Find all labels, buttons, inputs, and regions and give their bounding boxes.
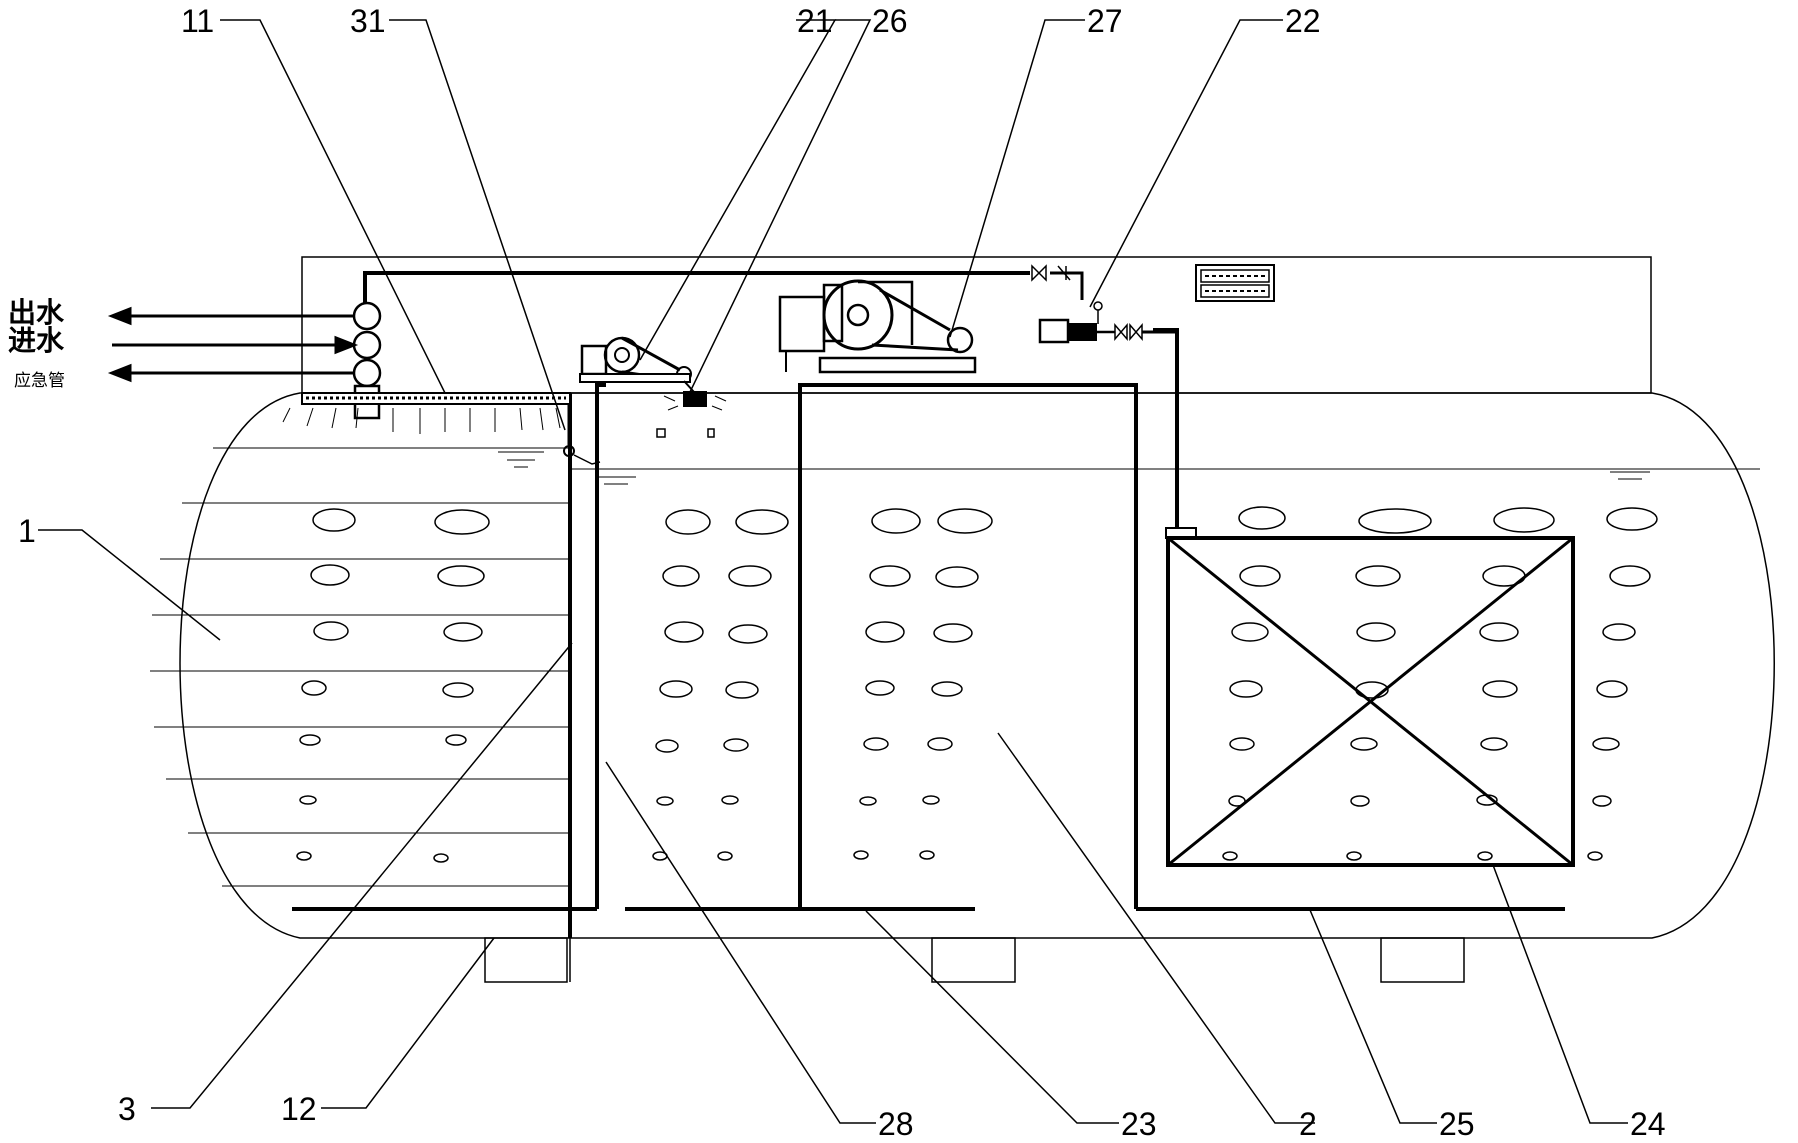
callout-1: 1 (18, 513, 36, 549)
callout-11: 11 (181, 3, 214, 39)
dosing-pump (1038, 301, 1179, 344)
check-valve (1031, 264, 1084, 300)
callout-26: 26 (872, 3, 908, 39)
side-labels: 出水 进水 应急管 (8, 297, 65, 390)
blower-large (778, 279, 977, 374)
callout-31: 31 (350, 3, 386, 39)
return-pipe (363, 271, 1030, 306)
aeration-bubbles (296, 506, 1658, 863)
control-panel (1195, 264, 1275, 302)
callout-3: 3 (118, 1091, 136, 1127)
water-level-line (498, 451, 1760, 485)
outlet-label: 出水 (8, 297, 65, 328)
sludge-return-pipe (563, 404, 601, 465)
callout-12: 12 (281, 1091, 317, 1127)
callout-22: 22 (1285, 3, 1321, 39)
emergency-pipe-label: 应急管 (14, 371, 65, 390)
membrane-module (1165, 527, 1575, 867)
callout-23: 23 (1121, 1106, 1157, 1142)
submersible-pump (656, 380, 727, 438)
callout-numbers: 11 31 21 26 27 22 1 3 12 28 23 2 25 24 (18, 3, 1666, 1142)
spray-distribution-pipe (282, 392, 571, 434)
air-riser-pipes (595, 328, 1179, 909)
callout-2: 2 (1299, 1106, 1317, 1142)
callout-27: 27 (1087, 3, 1123, 39)
blower-small (579, 336, 692, 383)
leader-lines (38, 19, 1628, 1124)
side-arrows (107, 306, 359, 383)
callout-28: 28 (878, 1106, 914, 1142)
callout-25: 25 (1439, 1106, 1475, 1142)
callout-21: 21 (797, 3, 833, 39)
support-feet (484, 937, 1465, 983)
filter-layers (150, 447, 570, 887)
inlet-label: 进水 (8, 325, 65, 356)
callout-24: 24 (1630, 1106, 1666, 1142)
tank-shell (179, 392, 1775, 939)
equipment-room (301, 256, 1652, 394)
